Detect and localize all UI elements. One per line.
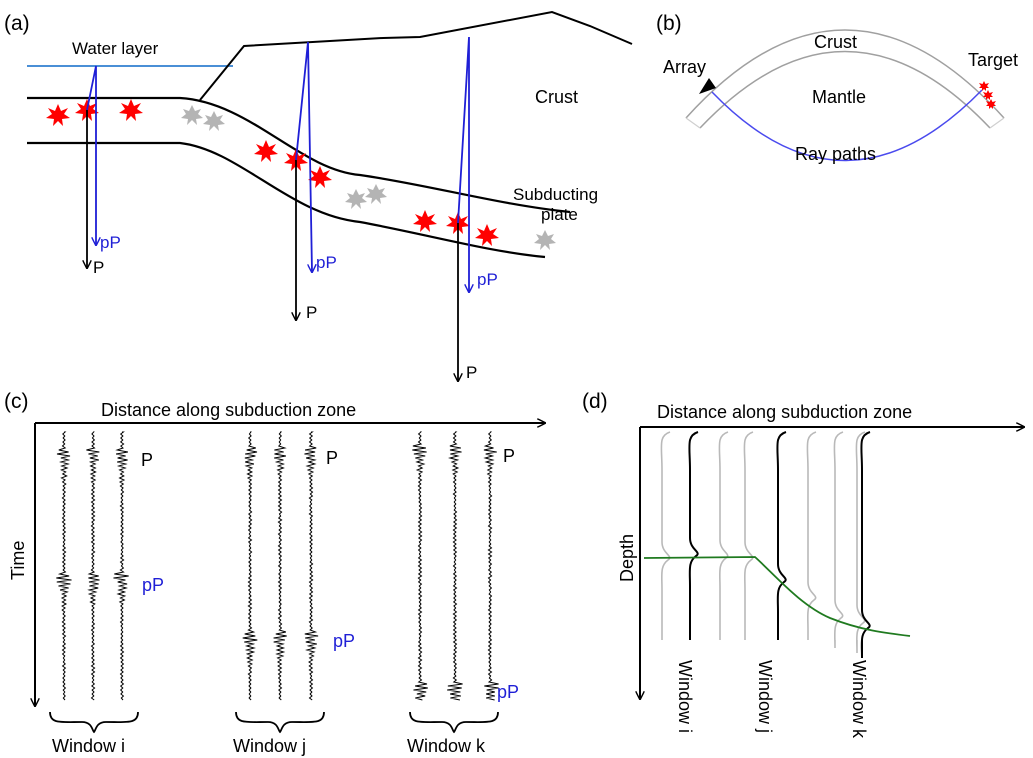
stacked-traces bbox=[660, 431, 871, 659]
seismogram-trace bbox=[113, 431, 129, 701]
panel-b: (b) Crust Mantle Array Target Ray paths bbox=[656, 12, 1018, 164]
array-label: Array bbox=[663, 57, 706, 77]
stacked-trace bbox=[860, 431, 871, 659]
target-label: Target bbox=[968, 50, 1018, 70]
pp-ray bbox=[86, 65, 96, 245]
array-icon bbox=[699, 78, 716, 94]
ray-set-2: P pP bbox=[295, 41, 337, 322]
shell-cap bbox=[685, 117, 701, 129]
plate-top-boundary bbox=[27, 96, 571, 214]
background-trace bbox=[660, 431, 671, 640]
pp-ray bbox=[295, 41, 312, 272]
water-layer-label: Water layer bbox=[72, 39, 159, 58]
distance-axis-label: Distance along subduction zone bbox=[101, 400, 356, 420]
earthquake-icon bbox=[475, 224, 499, 246]
window-label: Window j bbox=[233, 736, 306, 756]
subducting-label-line2: plate bbox=[541, 205, 578, 224]
p-label: P bbox=[466, 363, 477, 382]
panel-a-label: (a) bbox=[4, 12, 30, 35]
seismogram-trace bbox=[304, 431, 319, 701]
shell-cap bbox=[989, 117, 1005, 129]
earthquake-icon bbox=[413, 210, 437, 232]
window-brace bbox=[49, 711, 139, 734]
earthquake-icon bbox=[345, 189, 367, 209]
p-label: P bbox=[503, 446, 515, 466]
earthquake-icon bbox=[983, 90, 993, 100]
plate-bottom-boundary bbox=[27, 141, 546, 259]
earth-surface-arc bbox=[685, 29, 1005, 119]
crust-label: Crust bbox=[814, 32, 857, 52]
ray-paths-label: Ray paths bbox=[795, 144, 876, 164]
earthquakes-red bbox=[46, 99, 499, 246]
window-brace bbox=[235, 711, 325, 734]
panel-b-label: (b) bbox=[656, 12, 682, 35]
p-label: P bbox=[326, 448, 338, 468]
seismogram-trace bbox=[242, 431, 258, 701]
seismograms bbox=[56, 431, 499, 701]
earthquake-icon bbox=[979, 81, 989, 91]
background-trace bbox=[718, 431, 729, 640]
distance-axis-label: Distance along subduction zone bbox=[657, 402, 912, 422]
seismogram-trace bbox=[56, 431, 72, 701]
earthquake-icon bbox=[181, 105, 203, 125]
subducting-label-line1: Subducting bbox=[513, 185, 598, 204]
seismogram-trace bbox=[86, 431, 100, 701]
earthquake-icon bbox=[986, 99, 996, 109]
pp-label: pP bbox=[100, 233, 121, 252]
window-label: Window i bbox=[675, 660, 695, 733]
pp-ray bbox=[457, 36, 469, 292]
window-brace bbox=[409, 711, 499, 734]
stacked-trace bbox=[688, 431, 699, 640]
seismogram-trace bbox=[483, 431, 499, 701]
window-label: Window k bbox=[407, 736, 486, 756]
time-axis-label: Time bbox=[8, 541, 28, 580]
panel-c: (c) Distance along subduction zone Time … bbox=[4, 390, 545, 756]
window-label: Window k bbox=[849, 660, 869, 739]
window-label: Window i bbox=[52, 736, 125, 756]
seismogram-trace bbox=[447, 431, 463, 701]
p-label: P bbox=[306, 303, 317, 322]
earthquake-icon bbox=[534, 230, 556, 250]
panel-d: (d) Distance along subduction zone Depth… bbox=[582, 390, 1024, 739]
pp-label: pP bbox=[333, 631, 355, 651]
target-quakes bbox=[979, 81, 996, 109]
moho-arc bbox=[699, 50, 991, 129]
panel-d-label: (d) bbox=[582, 390, 608, 413]
panel-a: (a) Water layer Crust Subducting plate bbox=[4, 10, 633, 382]
earthquake-icon bbox=[203, 111, 225, 131]
background-trace bbox=[833, 431, 844, 649]
panel-c-label: (c) bbox=[4, 390, 29, 413]
background-trace bbox=[855, 431, 866, 654]
pp-label: pP bbox=[142, 575, 164, 595]
window-label: Window j bbox=[755, 660, 775, 733]
slab-depth-curve bbox=[643, 556, 911, 637]
earthquake-icon bbox=[365, 184, 387, 204]
crust-label: Crust bbox=[535, 87, 578, 107]
pp-label: pP bbox=[316, 253, 337, 272]
ray-set-3: P pP bbox=[457, 36, 498, 382]
background-trace bbox=[806, 431, 817, 640]
p-label: P bbox=[93, 258, 104, 277]
mantle-label: Mantle bbox=[812, 87, 866, 107]
ray-set-1: P pP bbox=[86, 65, 121, 277]
earthquakes-gray bbox=[181, 105, 556, 250]
pp-label: pP bbox=[497, 682, 519, 702]
surface-topography bbox=[199, 10, 633, 101]
seismogram-trace bbox=[412, 431, 428, 701]
depth-axis-label: Depth bbox=[617, 534, 637, 582]
stacked-trace bbox=[776, 431, 787, 640]
earthquake-icon bbox=[254, 140, 278, 162]
earthquake-icon bbox=[46, 104, 70, 126]
pp-label: pP bbox=[477, 270, 498, 289]
background-trace bbox=[743, 431, 754, 640]
ray-path bbox=[711, 89, 983, 162]
earthquake-icon bbox=[119, 99, 143, 121]
earthquake-icon bbox=[308, 166, 332, 188]
p-label: P bbox=[141, 450, 153, 470]
seismogram-trace bbox=[273, 431, 287, 701]
